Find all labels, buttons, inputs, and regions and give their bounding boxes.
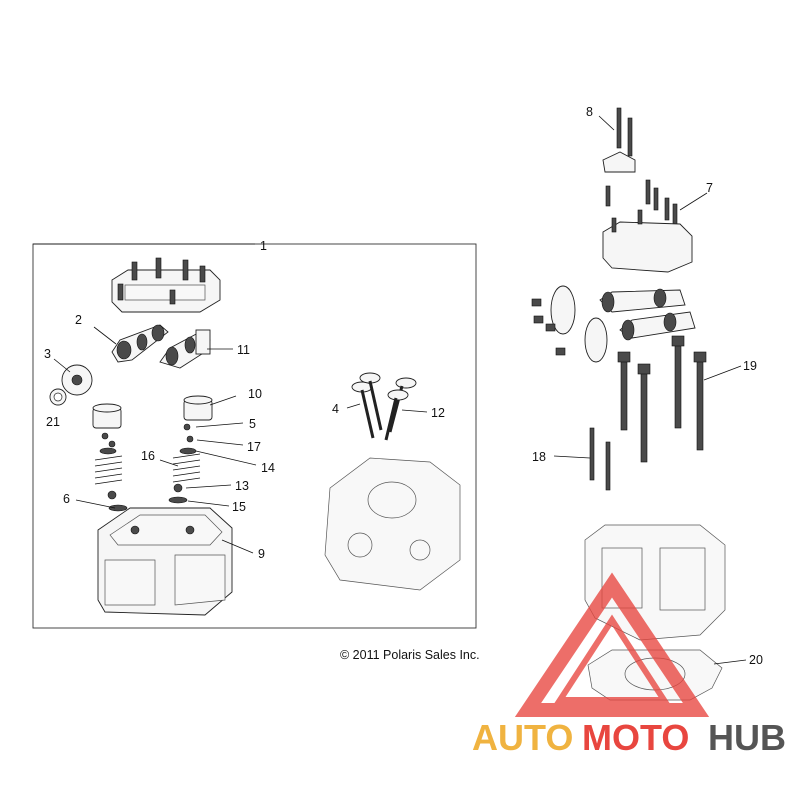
part-21 [49,388,67,406]
valve-springs [94,453,201,485]
leader-lines [53,115,747,665]
callout-18: 18 [532,450,546,464]
callout-1: 1 [260,239,267,253]
callout-16: 16 [141,449,155,463]
callout-19: 19 [743,359,757,373]
callout-9: 9 [258,547,265,561]
copyright-text: © 2011 Polaris Sales Inc. [340,648,480,662]
callout-5: 5 [249,417,256,431]
callout-2: 2 [75,313,82,327]
valve-keepers [99,423,197,455]
callout-14: 14 [261,461,275,475]
callout-17: 17 [247,440,261,454]
callout-10: 10 [248,387,262,401]
bolts-7 [605,179,678,225]
callout-11: 11 [237,343,250,357]
valves [351,372,417,441]
callout-4: 4 [332,402,339,416]
bolts-8 [616,107,633,157]
small-bracket [602,151,636,173]
watermark-hub: HUB [708,717,786,758]
gear-bolts [531,298,566,356]
camshafts-right [599,288,696,341]
callout-8: 8 [586,105,593,119]
callout-7: 7 [706,181,713,195]
sprocket-3 [61,364,93,396]
callout-13: 13 [235,479,249,493]
cam-carrier-right [602,209,693,273]
camshaft-11 [159,329,211,369]
head-bolts-19 [617,335,707,463]
bolts-18 [589,427,611,491]
camshaft-2 [111,324,169,363]
callout-20: 20 [749,653,763,667]
watermark-auto: AUTO [472,717,573,758]
cylinder-head [97,507,233,616]
watermark-moto: MOTO [582,717,689,758]
callout-6: 6 [63,492,70,506]
callout-15: 15 [232,500,246,514]
callout-12: 12 [431,406,445,420]
valve-buckets [92,395,213,429]
valve-seals [107,483,188,512]
callout-21: 21 [46,415,60,429]
cam-sprockets [550,285,608,363]
cylinder-head-underside [324,457,461,591]
watermark-logo [514,572,710,717]
cylinder-block [584,524,726,641]
cam-carrier [111,257,221,313]
callout-3: 3 [44,347,51,361]
